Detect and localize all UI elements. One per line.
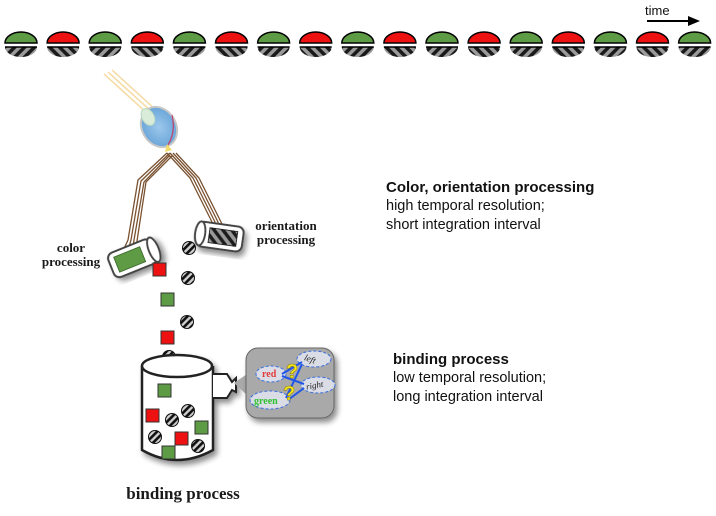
orientation-item — [191, 439, 205, 453]
stimulus-orientation-half — [341, 47, 374, 58]
stimulus-green — [425, 31, 459, 57]
stimulus-color-half — [467, 31, 501, 44]
bubble-word-red: red — [262, 369, 277, 380]
color-item-red — [174, 431, 189, 446]
bubble-word-left: left — [303, 352, 318, 365]
stimulus-color-half — [551, 31, 586, 44]
stimulus-orientation-half — [468, 47, 501, 58]
stimulus-orientation-half — [636, 47, 669, 58]
time-axis-label: time — [645, 3, 670, 18]
eye-icon — [103, 69, 179, 152]
stimulus-color-half — [593, 31, 628, 44]
stimulus-orientation-half — [383, 47, 416, 58]
stimulus-orientation-half — [173, 47, 206, 58]
orientation-item — [180, 315, 194, 329]
time-arrow-icon — [647, 16, 700, 26]
orientation-processing-label: orientation processing — [244, 219, 328, 247]
stimulus-timeline — [4, 31, 712, 58]
stimulus-green — [341, 31, 375, 58]
stimulus-green — [677, 31, 712, 58]
color-processing-module — [107, 236, 162, 279]
orientation-item — [148, 430, 162, 444]
stimulus-red — [298, 31, 333, 58]
stimulus-red — [130, 31, 165, 58]
fast-processing-description: Color, orientation processing high tempo… — [386, 178, 594, 235]
stimulus-red — [635, 31, 670, 58]
stimulus-green — [593, 31, 628, 58]
stimulus-orientation-half — [299, 47, 332, 58]
question-mark-icon: ? — [283, 383, 295, 405]
color-processing-label-line1: color — [56, 240, 86, 255]
color-item-red — [152, 262, 167, 277]
stimulus-green — [88, 31, 122, 58]
stimulus-red — [467, 31, 501, 58]
stimulus-color-half — [46, 31, 80, 44]
color-item-green — [194, 420, 209, 435]
color-item-red — [145, 408, 160, 423]
color-item-red — [160, 330, 175, 345]
stimulus-green — [509, 31, 543, 58]
stimulus-color-half — [509, 31, 543, 44]
color-processing-label-line2: processing — [41, 254, 101, 269]
stimulus-orientation-half — [552, 47, 585, 58]
binding-process-title: binding process — [393, 351, 509, 368]
fast-processing-line1: high temporal resolution; — [386, 198, 545, 214]
color-processing-label: color processing — [36, 241, 106, 269]
orientation-item — [182, 241, 196, 255]
stimulus-orientation-half — [678, 47, 711, 58]
stimulus-red — [46, 31, 80, 58]
stimulus-orientation-half — [5, 47, 37, 57]
stimulus-color-half — [88, 31, 122, 44]
stimulus-green — [172, 31, 207, 58]
stimulus-red — [383, 31, 417, 58]
orientation-processing-label-line1: orientation — [255, 218, 317, 233]
color-item-green — [161, 445, 176, 460]
fast-processing-line2: short integration interval — [386, 217, 541, 233]
bubble-word-right: right — [305, 379, 324, 392]
orientation-processing-label-line2: processing — [256, 232, 316, 247]
stimulus-orientation-half — [131, 47, 164, 58]
fast-processing-title: Color, orientation processing — [386, 179, 595, 196]
stimulus-color-half — [130, 31, 165, 44]
stimulus-color-half — [298, 31, 333, 44]
orientation-processing-module — [193, 220, 245, 253]
stimulus-orientation-half — [594, 47, 627, 58]
stimulus-color-half — [172, 31, 207, 44]
binding-process-line1: low temporal resolution; — [393, 370, 547, 386]
color-feature-stream — [152, 262, 175, 345]
bucket-contents — [145, 383, 209, 460]
color-item-green — [160, 292, 175, 307]
question-mark-icon: ? — [286, 361, 298, 383]
stimulus-color-half — [341, 31, 375, 44]
orientation-item — [181, 404, 195, 418]
stimulus-orientation-half — [47, 47, 80, 58]
color-item-green — [157, 383, 172, 398]
stimulus-orientation-half — [89, 47, 122, 58]
stimulus-color-half — [256, 31, 291, 44]
stimulus-color-half — [635, 31, 670, 44]
stimulus-orientation-half — [510, 47, 543, 58]
stimulus-orientation-half — [215, 47, 248, 58]
stimulus-color-half — [425, 31, 459, 44]
binding-process-label: binding process — [126, 484, 240, 503]
stimulus-red — [551, 31, 586, 58]
binding-thought-bubble: red green left right ? ? — [234, 347, 336, 419]
bubble-word-green: green — [254, 396, 278, 407]
stimulus-color-half — [677, 31, 712, 44]
stimulus-green — [4, 31, 38, 57]
binding-process-description: binding process low temporal resolution;… — [393, 350, 546, 407]
stimulus-color-half — [214, 31, 249, 44]
stimulus-orientation-half — [257, 47, 290, 58]
binding-arrows — [281, 361, 305, 401]
orientation-item — [181, 271, 195, 285]
orientation-item — [165, 413, 179, 427]
stimulus-green — [256, 31, 291, 58]
stimulus-orientation-half — [426, 47, 458, 57]
stimulus-color-half — [383, 31, 417, 44]
stimulus-red — [214, 31, 249, 58]
binding-process-line2: long integration interval — [393, 389, 543, 405]
stimulus-color-half — [4, 31, 38, 44]
